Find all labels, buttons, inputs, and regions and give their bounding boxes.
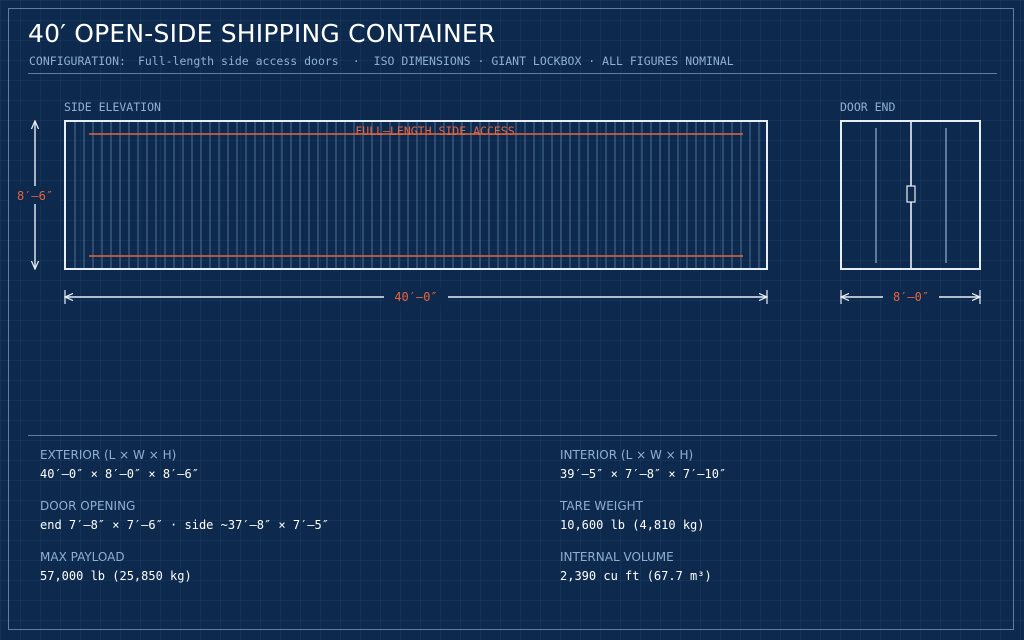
width-label-mask <box>883 289 939 305</box>
side-corrugation-ribs <box>74 122 760 268</box>
spec-label-door-opening: DOOR OPENING <box>40 499 136 513</box>
spec-value-tare-weight: 10,600 lb (4,810 kg) <box>560 518 705 532</box>
spec-value-max-payload: 57,000 lb (25,850 kg) <box>40 569 192 583</box>
spec-label-internal-volume: INTERNAL VOLUME <box>560 550 674 564</box>
specs-divider <box>28 435 997 436</box>
spec-value-exterior: 40′–0″ × 8′–0″ × 8′–6″ <box>40 467 199 481</box>
spec-label-exterior: EXTERIOR (L × W × H) <box>40 448 177 462</box>
separator: · <box>352 54 360 68</box>
door-end-label: DOOR END <box>840 100 896 114</box>
dimension-notes: ISO DIMENSIONS · GIANT LOCKBOX · ALL FIG… <box>373 54 734 68</box>
length-label-mask <box>384 289 448 305</box>
side-elevation-label: SIDE ELEVATION <box>64 100 161 114</box>
spec-value-interior: 39′–5″ × 7′–8″ × 7′–10″ <box>560 467 727 481</box>
spec-value-door-opening: end 7′–8″ × 7′–6″ · side ~37′–8″ × 7′–5″ <box>40 518 329 532</box>
page-title: 40′ OPEN-SIDE SHIPPING CONTAINER <box>28 19 496 48</box>
side-elevation-outline <box>64 120 768 270</box>
length-dimension-label: 40′–0″ <box>394 290 437 304</box>
container-drawing: FULL–LENGTH SIDE ACCESS 8′–6″ 40′–0″ 8′–… <box>10 120 981 305</box>
configuration-line: CONFIGURATION: Full-length side access do… <box>29 54 734 68</box>
height-label-mask <box>10 186 60 204</box>
spec-value-internal-volume: 2,390 cu ft (67.7 m³) <box>560 569 712 583</box>
width-dimension-label: 8′–0″ <box>893 290 929 304</box>
drawing-frame <box>8 8 1014 630</box>
spec-label-max-payload: MAX PAYLOAD <box>40 550 125 564</box>
configuration-value: Full-length side access doors <box>137 54 339 68</box>
spec-label-tare-weight: TARE WEIGHT <box>560 499 643 513</box>
side-access-label: FULL–LENGTH SIDE ACCESS <box>355 124 514 138</box>
lockbox <box>906 185 916 203</box>
height-dimension-label: 8′–6″ <box>17 189 53 203</box>
configuration-label: CONFIGURATION: <box>29 54 126 68</box>
header-divider <box>28 73 997 74</box>
spec-label-interior: INTERIOR (L × W × H) <box>560 448 694 462</box>
